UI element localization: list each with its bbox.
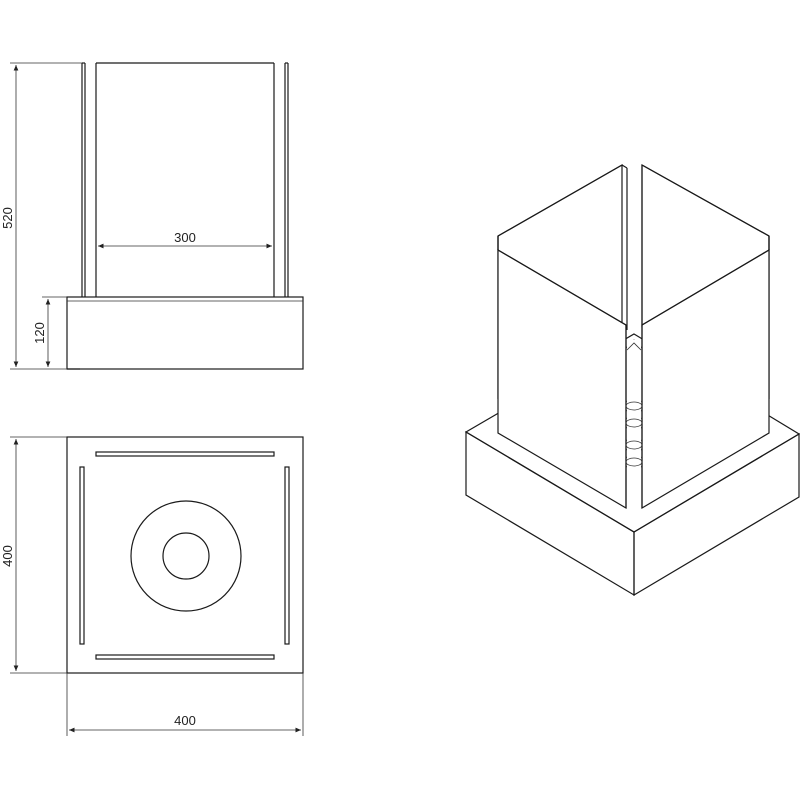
top-glass-slots (79, 451, 290, 660)
front-left-glass (81, 62, 97, 297)
top-base-outline (66, 436, 304, 674)
dim-base-height: 120 (32, 296, 67, 367)
iso-glass-left-front (497, 236, 627, 510)
front-view: 520 120 300 (0, 62, 304, 370)
front-rear-glass (96, 62, 275, 297)
dim-label-300: 300 (174, 230, 196, 245)
dim-height-total: 520 (0, 62, 82, 370)
dim-label-120: 120 (32, 322, 47, 344)
top-burner (130, 500, 242, 612)
iso-glass-top-edges (497, 164, 770, 326)
iso-glass-right-front (641, 180, 770, 510)
front-base (66, 296, 304, 370)
dim-glass-width: 300 (98, 230, 272, 249)
dim-label-400-horizontal: 400 (174, 713, 196, 728)
dim-label-520: 520 (0, 207, 15, 229)
iso-burner-front (625, 325, 643, 508)
isometric-view (464, 163, 800, 597)
dim-depth: 400 (0, 436, 67, 674)
dim-label-400-vertical: 400 (0, 545, 15, 567)
top-view: 400 400 (0, 436, 304, 736)
dim-width: 400 (66, 673, 304, 736)
front-right-glass (284, 62, 289, 297)
